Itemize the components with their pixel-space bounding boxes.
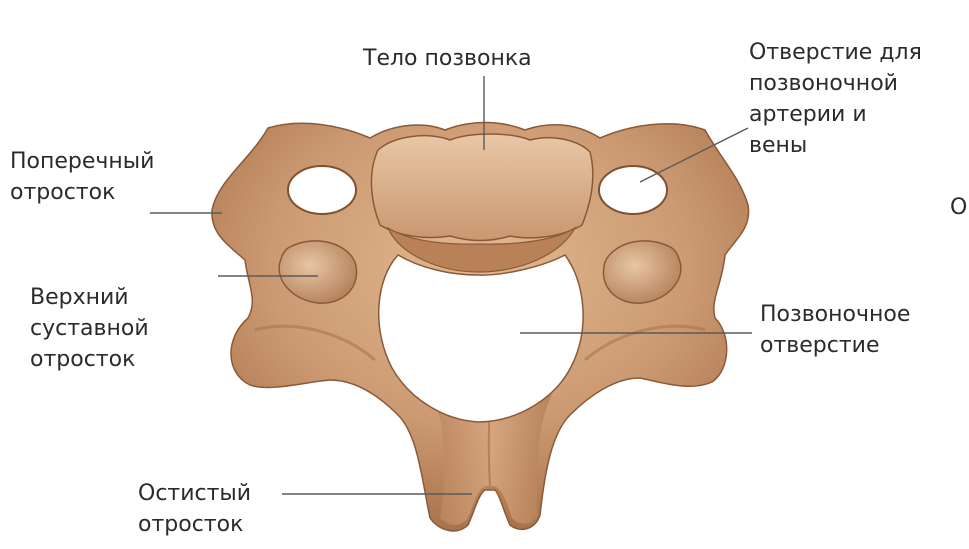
left-transverse-foramen bbox=[288, 166, 356, 214]
label-line: вены bbox=[749, 130, 922, 161]
vertebral-body bbox=[371, 134, 592, 241]
label-line: позвоночной bbox=[749, 68, 922, 99]
label-line: суставной bbox=[30, 313, 149, 344]
label-line: О bbox=[950, 192, 967, 223]
label-line: Позвоночное bbox=[760, 299, 910, 330]
label-vertebral-foramen: Позвоночное отверстие bbox=[760, 299, 910, 361]
label-line: Остистый bbox=[138, 478, 251, 509]
label-line: артерии и bbox=[749, 99, 922, 130]
label-line: Верхний bbox=[30, 282, 149, 313]
label-vertebral-body: Тело позвонка bbox=[363, 43, 532, 74]
label-spinous-process: Остистый отросток bbox=[138, 478, 251, 540]
label-line: отросток bbox=[30, 344, 149, 375]
label-vertebral-artery-foramen: Отверстие для позвоночной артерии и вены bbox=[749, 37, 922, 161]
label-line: отросток bbox=[10, 177, 154, 208]
label-line: Отверстие для bbox=[749, 37, 922, 68]
label-line: Поперечный bbox=[10, 146, 154, 177]
label-transverse-process: Поперечный отросток bbox=[10, 146, 154, 208]
label-superior-articular-process: Верхний суставной отросток bbox=[30, 282, 149, 375]
label-cropped-edge: О bbox=[950, 192, 967, 223]
label-line: отросток bbox=[138, 509, 251, 540]
label-line: отверстие bbox=[760, 330, 910, 361]
label-line: Тело позвонка bbox=[363, 43, 532, 74]
